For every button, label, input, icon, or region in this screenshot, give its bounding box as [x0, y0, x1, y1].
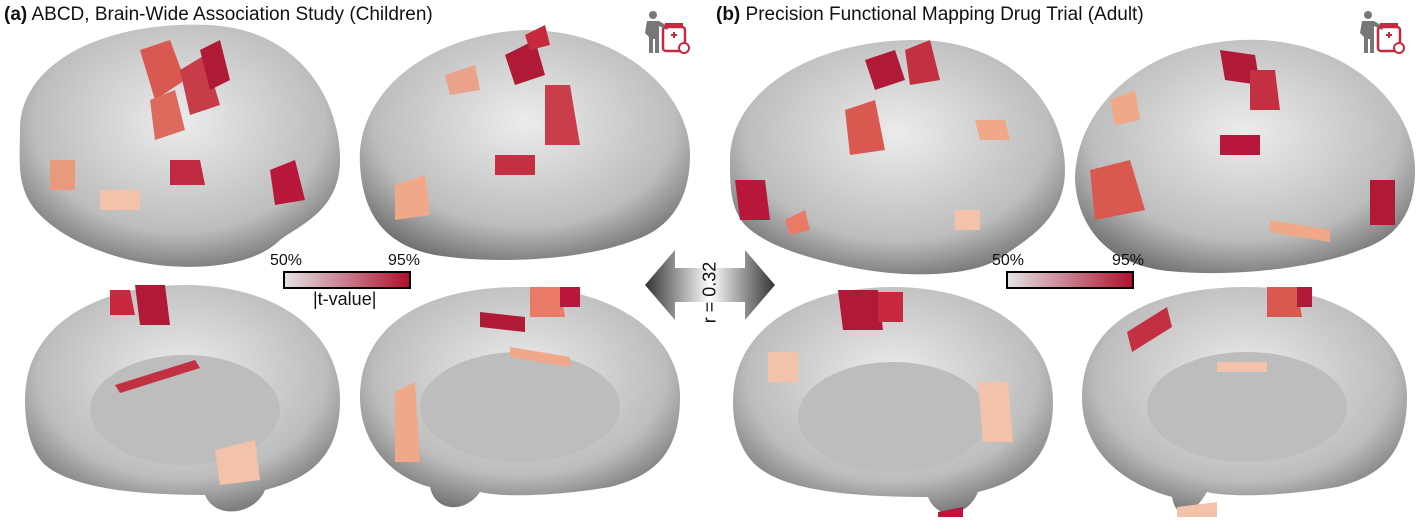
brain-lateral-right-a — [359, 25, 690, 260]
colorbar-a-title: |t-value| — [313, 289, 377, 309]
person-with-medication-icon — [645, 11, 690, 54]
brain-lateral-left-a — [19, 24, 341, 267]
brain-medial-left-a — [25, 285, 340, 512]
panel-b-title: (b) Precision Functional Mapping Drug Tr… — [716, 4, 1144, 25]
double-arrow-icon — [645, 250, 775, 320]
colorbar-b-max: 95% — [1112, 252, 1145, 269]
brain-medial-right-b — [1082, 287, 1407, 517]
person-with-medication-icon — [1360, 11, 1405, 54]
colorbar-a-max: 95% — [388, 252, 421, 269]
brain-medial-left-b — [733, 287, 1053, 517]
colorbar-b-min: 50% — [992, 252, 1025, 269]
colorbar-a-min: 50% — [270, 252, 303, 269]
brain-lateral-left-b — [730, 40, 1065, 275]
brain-lateral-right-b — [1075, 39, 1415, 274]
colorbar-a — [283, 271, 411, 289]
colorbar-b — [1006, 271, 1134, 289]
panel-a-title: (a) ABCD, Brain-Wide Association Study (… — [4, 4, 433, 25]
correlation-label: r = 0.32 — [699, 261, 720, 323]
brain-medial-right-a — [360, 287, 680, 508]
